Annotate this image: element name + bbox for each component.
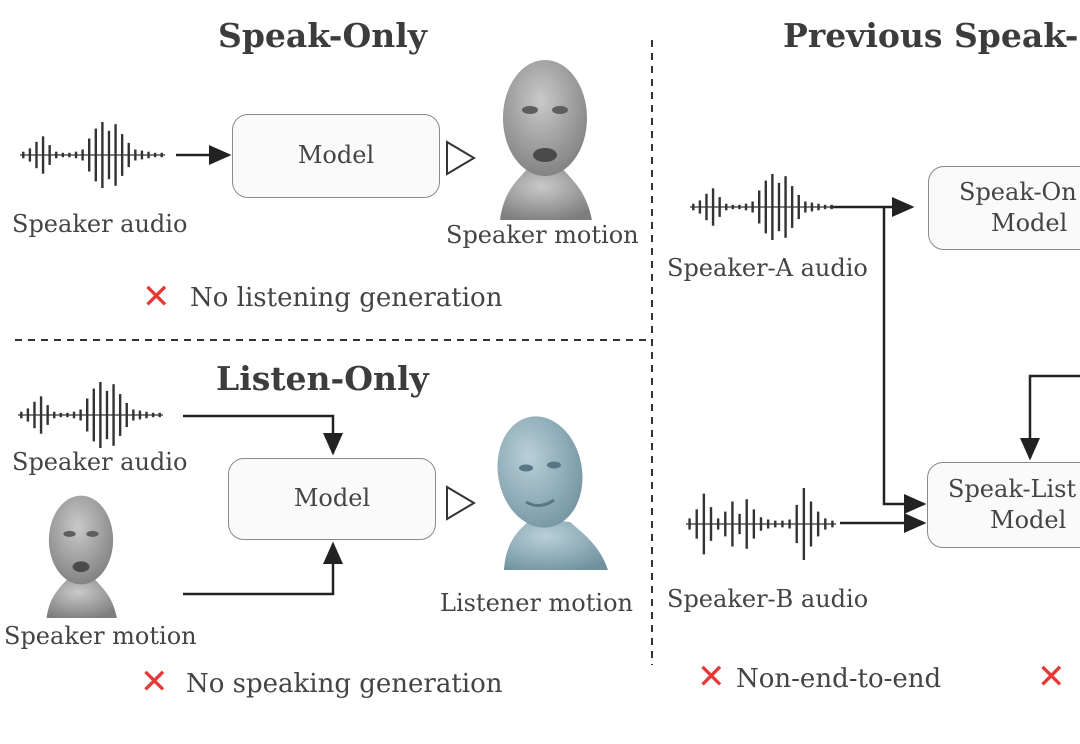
arrow-feedback-to-speak-listen-model <box>1020 374 1080 461</box>
listen-only-model-box: Model <box>228 458 436 540</box>
waveform-icon <box>20 122 165 188</box>
speaker-head-icon <box>500 60 592 220</box>
speaker-motion-input-label: Speaker motion <box>4 622 197 650</box>
red-cross-icon: ✕ <box>1037 657 1066 697</box>
speak-only-model-line2: Model <box>991 209 1068 237</box>
listener-head-icon <box>497 416 608 570</box>
arrow-a-to-speak-listen-model <box>882 207 927 514</box>
listener-motion-label: Listener motion <box>440 589 633 617</box>
waveform-icon <box>686 488 836 560</box>
red-cross-icon: ✕ <box>142 277 171 317</box>
no-speaking-generation-text: No speaking generation <box>186 669 503 699</box>
model-label: Model <box>293 484 371 513</box>
speak-only-model-line1: Speak-On <box>959 177 1077 206</box>
no-listening-generation-text: No listening generation <box>190 283 503 313</box>
speak-listen-model-line1: Speak-List <box>948 474 1077 503</box>
speaker-b-audio-label: Speaker-B audio <box>667 585 869 613</box>
hollow-triangle-icon <box>446 140 476 176</box>
speak-listen-model-line2: Model <box>990 506 1067 534</box>
model-label: Model <box>297 141 375 170</box>
speak-only-model-box: Speak-On Model <box>928 166 1080 250</box>
red-cross-icon: ✕ <box>140 662 169 702</box>
speaker-motion-label: Speaker motion <box>446 221 639 249</box>
speak-only-title: Speak-Only <box>218 16 427 55</box>
speaker-a-audio-label: Speaker-A audio <box>667 254 868 282</box>
listen-only-title: Listen-Only <box>216 359 429 398</box>
speaker-audio-label: Speaker audio <box>12 448 188 476</box>
non-end-to-end-text: Non-end-to-end <box>736 664 942 694</box>
hollow-triangle-icon <box>446 485 476 521</box>
previous-title: Previous Speak-I <box>783 16 1080 55</box>
speaker-head-icon <box>46 495 117 618</box>
speak-only-model-box: Model <box>232 114 440 198</box>
red-cross-icon: ✕ <box>697 657 726 697</box>
waveform-icon <box>690 174 835 240</box>
waveform-icon <box>18 382 163 448</box>
speaker-audio-label: Speaker audio <box>12 210 188 238</box>
arrow-motion-to-listen-model <box>183 541 343 596</box>
speak-listen-model-box: Speak-List Model <box>927 462 1080 548</box>
arrow-audio-to-listen-model <box>183 414 343 456</box>
